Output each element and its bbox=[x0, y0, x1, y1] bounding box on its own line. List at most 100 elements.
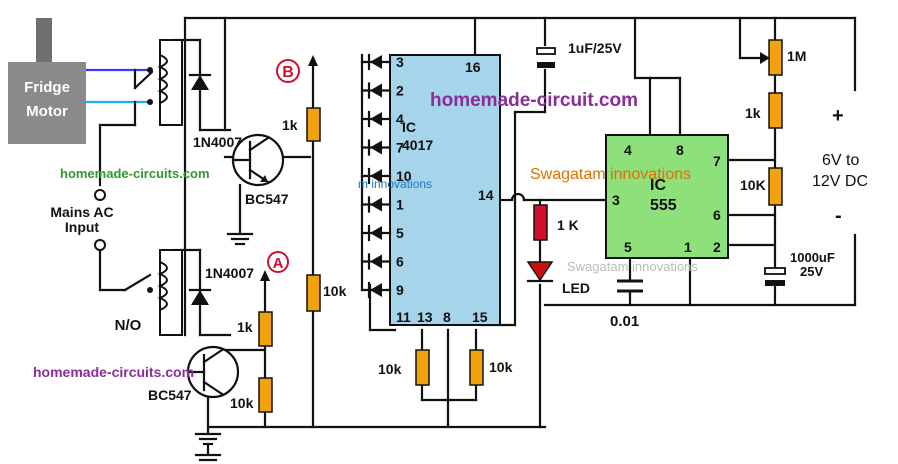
relay-contact-label: N/O bbox=[115, 317, 142, 334]
ic4017-output-pin-3: 3 bbox=[360, 53, 404, 71]
watermark-2: homemade-circuits.com bbox=[60, 166, 210, 181]
mains-label-line1: Mains AC bbox=[50, 204, 113, 220]
ic-555: IC 555 4 8 3 7 6 5 1 2 bbox=[605, 134, 729, 259]
ic555-pin-1: 1 bbox=[684, 239, 692, 255]
ic4017-pin-label-1: 1 bbox=[396, 197, 404, 213]
ic4017-pin-15: 15 bbox=[472, 309, 488, 325]
watermark-3: homemade-circuits.com bbox=[33, 364, 194, 380]
resistor-rb1-label: 1k bbox=[282, 117, 298, 133]
ic555-pin-3: 3 bbox=[612, 192, 620, 208]
ic555-name-2: 555 bbox=[650, 197, 677, 214]
transistor-q2 bbox=[186, 345, 240, 399]
ic4017-name-2: 4017 bbox=[402, 137, 433, 153]
mains-terminal-2 bbox=[94, 239, 106, 251]
ic555-pin-2: 2 bbox=[713, 239, 721, 255]
ic4017-pin-label-9: 9 bbox=[396, 282, 404, 298]
ic555-pin-5: 5 bbox=[624, 239, 632, 255]
led bbox=[526, 261, 554, 283]
ic4017-pin-label-7: 7 bbox=[396, 140, 404, 156]
transistor-q1-label: BC547 bbox=[245, 191, 289, 207]
ic-4017: IC 4017 16 14 11 13 8 15 bbox=[389, 54, 501, 326]
capacitor-supply-label-2: 25V bbox=[800, 264, 823, 279]
ground-symbol-2 bbox=[194, 432, 222, 462]
transistor-q2-label: BC547 bbox=[148, 387, 192, 403]
ic4017-pin-8: 8 bbox=[443, 309, 451, 325]
ic555-name-1: IC bbox=[650, 177, 666, 194]
ic4017-pin-label-5: 5 bbox=[396, 225, 404, 241]
diode-1 bbox=[188, 73, 212, 90]
resistor-ra1-label: 1k bbox=[237, 319, 253, 335]
ic4017-pin-13: 13 bbox=[417, 309, 433, 325]
point-b: B bbox=[276, 55, 318, 83]
ic4017-pin-label-3: 3 bbox=[396, 54, 404, 70]
ic4017-name-1: IC bbox=[402, 119, 416, 135]
mains-terminal-1 bbox=[94, 189, 106, 201]
ic555-pin-4: 4 bbox=[624, 142, 632, 158]
ic555-pin-6: 6 bbox=[713, 207, 721, 223]
supply-voltage-2: 12V DC bbox=[812, 173, 868, 190]
ic4017-pin-16: 16 bbox=[465, 59, 481, 75]
ic4017-pin-11: 11 bbox=[396, 309, 411, 325]
capacitor-top bbox=[536, 47, 556, 68]
supply-minus: - bbox=[835, 205, 842, 227]
ic4017-output-pin-9: 9 bbox=[360, 281, 404, 299]
resistor-rb1 bbox=[306, 107, 321, 142]
transistor-q1 bbox=[231, 133, 285, 187]
point-b-label: B bbox=[282, 64, 294, 81]
diode-1-label: 1N4007 bbox=[193, 134, 242, 150]
resistor-r4017-15 bbox=[469, 349, 484, 386]
ic555-pin-8: 8 bbox=[676, 142, 684, 158]
resistor-ra2-label: 10k bbox=[230, 395, 254, 411]
watermark-6: Swagatam innovations bbox=[567, 259, 698, 274]
ic4017-pin-label-6: 6 bbox=[396, 254, 404, 270]
ic4017-pin-14: 14 bbox=[478, 187, 494, 203]
resistors bbox=[258, 39, 783, 413]
diode-2 bbox=[188, 288, 212, 305]
watermark-4: Swagatam innovations bbox=[530, 166, 691, 183]
capacitor-555 bbox=[617, 279, 643, 293]
resistor-r4017-13-label: 10k bbox=[378, 361, 402, 377]
ic4017-output-pin-2: 2 bbox=[360, 82, 404, 99]
ic4017-output-pin-10: 10 bbox=[360, 167, 412, 185]
motor-label-line1: Fridge bbox=[24, 79, 70, 96]
motor-label-line2: Motor bbox=[26, 103, 68, 120]
fridge-motor: Fridge Motor bbox=[8, 18, 86, 144]
ic4017-output-pin-5: 5 bbox=[360, 224, 404, 242]
resistor-ra1 bbox=[258, 311, 273, 347]
ic4017-output-pin-7: 7 bbox=[360, 139, 404, 156]
resistor-rled-label: 1 K bbox=[557, 217, 579, 233]
ic4017-pin-label-4: 4 bbox=[396, 111, 404, 127]
capacitor-supply bbox=[764, 267, 786, 286]
resistor-r4017-15-label: 10k bbox=[489, 359, 513, 375]
watermark-5: m innovations bbox=[358, 177, 432, 191]
ic555-pin-7: 7 bbox=[713, 153, 721, 169]
supply-voltage-1: 6V to bbox=[822, 152, 859, 169]
supply-plus: + bbox=[832, 105, 844, 127]
capacitor-555-label: 0.01 bbox=[610, 313, 639, 330]
resistor-rtop-label: 1M bbox=[787, 48, 806, 64]
mains-label-line2: Input bbox=[65, 219, 100, 235]
ic4017-output-pin-4: 4 bbox=[360, 110, 404, 128]
resistor-r4017-13 bbox=[415, 349, 430, 386]
resistor-rtop bbox=[768, 39, 783, 76]
ic4017-output-pin-1: 1 bbox=[360, 196, 404, 213]
relay-1 bbox=[133, 39, 183, 126]
resistor-rmid bbox=[768, 92, 783, 129]
ic4017-pin-label-2: 2 bbox=[396, 83, 404, 99]
diode-2-label: 1N4007 bbox=[205, 265, 254, 281]
resistor-r555-label: 10K bbox=[740, 177, 766, 193]
ic4017-pin-label-10: 10 bbox=[396, 168, 412, 184]
ic4017-output-pin-6: 6 bbox=[360, 253, 404, 270]
resistor-r555 bbox=[768, 167, 783, 206]
point-a: A bbox=[260, 251, 289, 281]
resistor-rmid-label: 1k bbox=[745, 105, 761, 121]
relay-2 bbox=[123, 249, 183, 336]
wires bbox=[68, 16, 857, 434]
led-label: LED bbox=[562, 280, 590, 296]
ic4017-left-pins: 3 2 4 7 10 1 5 6 9 bbox=[360, 53, 412, 299]
point-a-label: A bbox=[273, 255, 284, 272]
resistor-rb2-label: 10k bbox=[323, 283, 347, 299]
capacitor-top-label: 1uF/25V bbox=[568, 40, 622, 56]
watermark-1: homemade-circuit.com bbox=[430, 90, 638, 111]
capacitor-supply-label-1: 1000uF bbox=[790, 250, 835, 265]
